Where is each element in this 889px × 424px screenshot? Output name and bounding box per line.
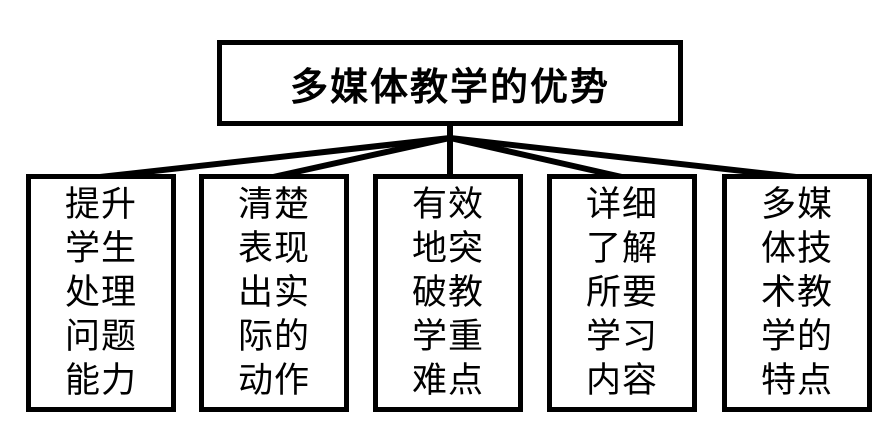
connector-root-to-child-1 [99,135,451,180]
child-node-5: 多媒 体技 术教 学的 特点 [722,174,872,412]
child-node-5-label: 多媒 体技 术教 学的 特点 [760,185,833,400]
root-node: 多媒体教学的优势 [217,40,683,126]
root-node-label: 多媒体教学的优势 [289,66,610,109]
child-node-1-label: 提升 学生 处理 问题 能力 [64,185,137,400]
connector-root-to-child-4 [449,135,623,180]
child-node-1: 提升 学生 处理 问题 能力 [26,174,176,412]
child-node-2-label: 清楚 表现 出实 际的 动作 [237,185,310,400]
child-node-3: 有效 地突 破教 学重 难点 [373,174,523,412]
child-node-3-label: 有效 地突 破教 学重 难点 [411,185,484,400]
child-node-4: 详细 了解 所要 学习 内容 [547,174,697,412]
child-node-4-label: 详细 了解 所要 学习 内容 [585,185,658,400]
connector-root-to-child-2 [272,135,451,180]
connector-root-to-child-5 [449,135,797,180]
child-node-2: 清楚 表现 出实 际的 动作 [199,174,349,412]
